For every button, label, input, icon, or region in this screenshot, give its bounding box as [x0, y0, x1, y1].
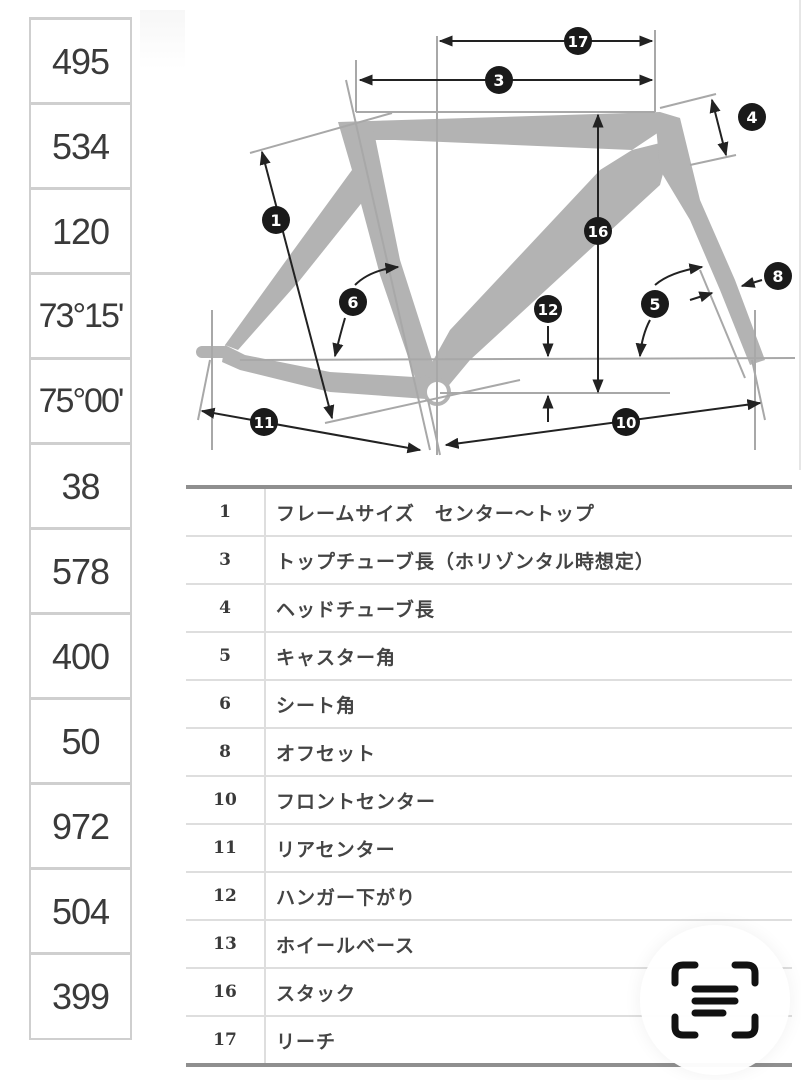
svg-text:16: 16: [588, 223, 609, 241]
marker-1: 1: [262, 206, 290, 234]
legend-num: 16: [186, 968, 266, 1017]
value-cell: 38: [29, 442, 132, 530]
svg-text:10: 10: [616, 414, 637, 432]
legend-num: 8: [186, 728, 266, 777]
legend-label: ハンガー下がり: [265, 872, 792, 921]
frame-geometry-diagram: 17 3 4 1 16 8 6 12 5 11 10: [190, 0, 801, 470]
text-scan-button[interactable]: [640, 925, 790, 1075]
values-column: 495 534 120 73°15' 75°00' 38 578 400 50 …: [29, 17, 132, 1040]
svg-text:11: 11: [254, 414, 275, 432]
value-cell: 50: [29, 697, 132, 785]
legend-label: ヘッドチューブ長: [265, 584, 792, 633]
svg-text:6: 6: [347, 293, 358, 312]
legend-label: シート角: [265, 680, 792, 729]
legend-label: オフセット: [265, 728, 792, 777]
svg-text:5: 5: [649, 295, 660, 314]
legend-num: 11: [186, 824, 266, 873]
background-shade: [140, 10, 185, 70]
value-cell: 399: [29, 952, 132, 1040]
legend-label: フロントセンター: [265, 776, 792, 825]
svg-text:3: 3: [493, 71, 504, 90]
table-row: 17 リーチ: [186, 1016, 792, 1065]
marker-8: 8: [764, 262, 792, 290]
marker-17: 17: [564, 27, 592, 55]
marker-4: 4: [738, 103, 766, 131]
legend-num: 17: [186, 1016, 266, 1065]
legend-num: 4: [186, 584, 266, 633]
value-cell: 120: [29, 187, 132, 275]
marker-11: 11: [250, 408, 278, 436]
text-scan-icon: [671, 961, 759, 1039]
marker-10: 10: [612, 408, 640, 436]
legend-label: リーチ: [276, 1030, 337, 1053]
value-cell: 75°00': [29, 357, 132, 445]
value-cell: 534: [29, 102, 132, 190]
image-edge: [799, 0, 801, 470]
svg-text:17: 17: [568, 33, 589, 51]
value-cell: 972: [29, 782, 132, 870]
svg-text:12: 12: [538, 301, 559, 319]
legend-label: フレームサイズ センター〜トップ: [265, 487, 792, 537]
marker-5: 5: [641, 290, 669, 318]
value-cell: 73°15': [29, 272, 132, 360]
legend-num: 5: [186, 632, 266, 681]
svg-text:4: 4: [746, 108, 757, 127]
svg-text:8: 8: [772, 267, 783, 286]
svg-text:1: 1: [270, 211, 281, 230]
legend-num: 10: [186, 776, 266, 825]
value-cell: 578: [29, 527, 132, 615]
legend-num: 1: [186, 487, 266, 537]
legend-label: キャスター角: [265, 632, 792, 681]
value-cell: 400: [29, 612, 132, 700]
legend-label: トップチューブ長（ホリゾンタル時想定）: [265, 536, 792, 585]
marker-6: 6: [339, 288, 367, 316]
legend-label: リアセンター: [265, 824, 792, 873]
legend-num: 3: [186, 536, 266, 585]
value-cell: 504: [29, 867, 132, 955]
value-cell: 495: [29, 17, 132, 105]
marker-12: 12: [534, 295, 562, 323]
legend-num: 12: [186, 872, 266, 921]
legend-num: 13: [186, 920, 266, 969]
legend-num: 6: [186, 680, 266, 729]
bike-frame-shape: [196, 112, 765, 400]
marker-16: 16: [584, 217, 612, 245]
marker-3: 3: [485, 66, 513, 94]
